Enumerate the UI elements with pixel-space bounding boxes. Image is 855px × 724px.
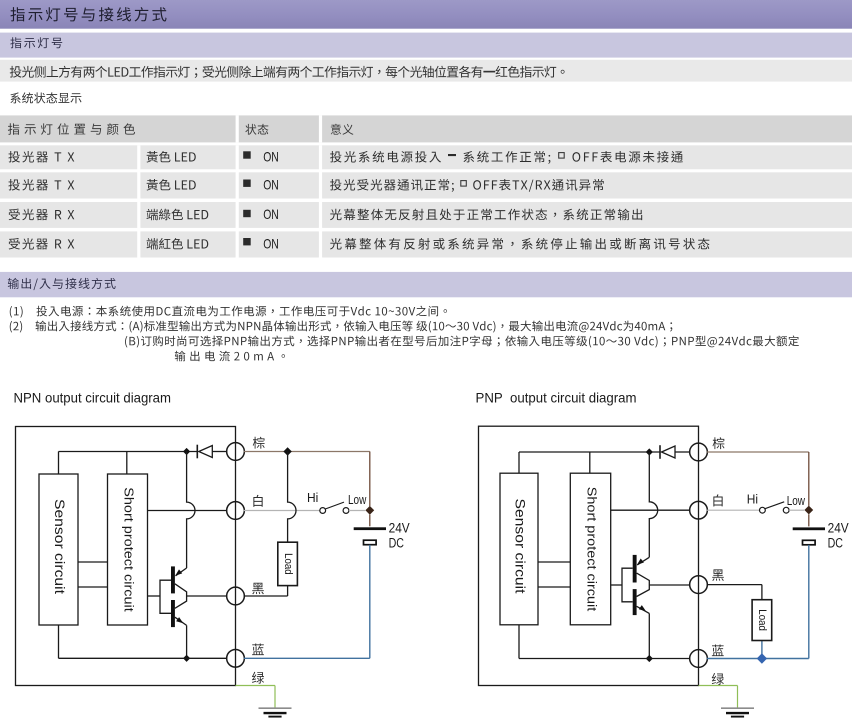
svg-text:NPN output circuit diagram: NPN output circuit diagram: [14, 390, 172, 405]
svg-text:PNP output circuit diagram: PNP output circuit diagram: [476, 390, 637, 405]
svg-text:Load: Load: [756, 609, 768, 631]
svg-text:24V: 24V: [828, 520, 849, 535]
svg-text:ON: ON: [263, 237, 279, 252]
svg-text:Low: Low: [787, 493, 806, 508]
svg-text:DC: DC: [389, 536, 405, 551]
svg-text:ON: ON: [263, 207, 279, 222]
svg-text:ON: ON: [263, 150, 279, 165]
svg-text:Sensor circuit: Sensor circuit: [513, 499, 528, 594]
svg-text:Sensor circuit: Sensor circuit: [52, 499, 67, 594]
svg-text:Hi: Hi: [747, 492, 758, 507]
svg-text:DC: DC: [828, 536, 844, 551]
svg-text:24V: 24V: [389, 520, 410, 535]
svg-text:Load: Load: [282, 553, 294, 575]
svg-text:Low: Low: [348, 492, 367, 507]
svg-text:ON: ON: [263, 178, 279, 193]
svg-text:Short protect circuit: Short protect circuit: [121, 487, 136, 612]
svg-text:Short protect circuit: Short protect circuit: [584, 487, 599, 612]
svg-text:Hi: Hi: [307, 490, 318, 505]
